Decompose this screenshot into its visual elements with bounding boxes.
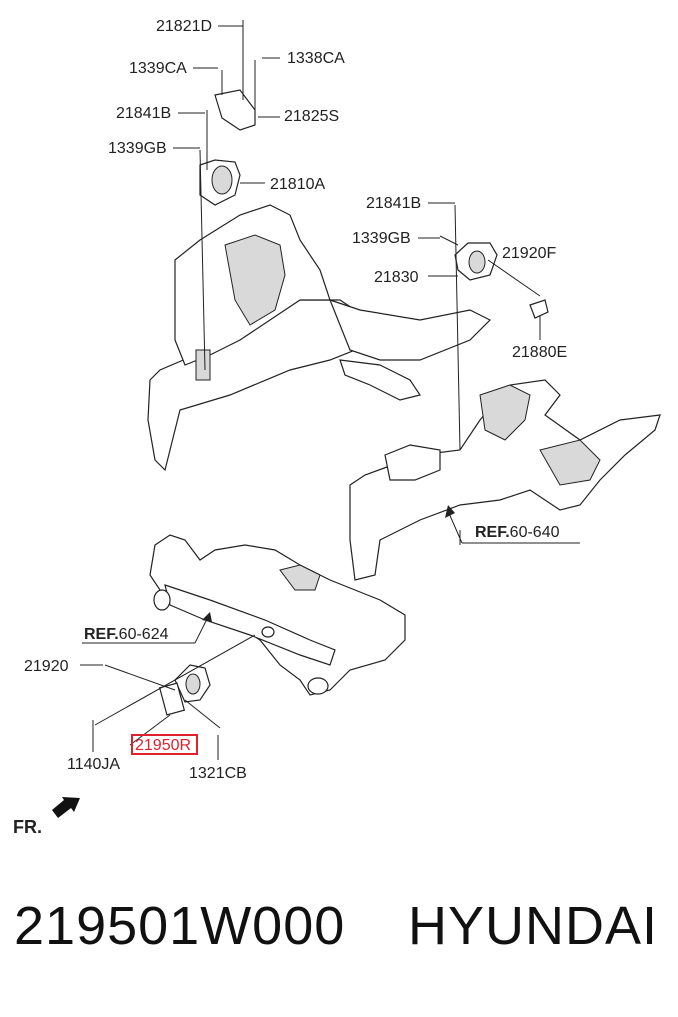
front-subframe [149,534,406,696]
ref-60-624-prefix: REF. [84,626,119,643]
ref-60-640-number: 60-640 [510,524,560,541]
label-21825S: 21825S [284,108,339,125]
label-1339GB-top: 1339GB [108,140,167,157]
front-direction-indicator: FR. [13,797,80,837]
label-21810A: 21810A [270,176,325,193]
label-1339GB-right: 1339GB [352,230,411,247]
label-21950R: 21950R [135,737,191,754]
leader-lines [80,25,461,760]
label-1321CB: 1321CB [189,765,247,782]
label-21830: 21830 [374,269,419,286]
right-side-member [349,379,661,581]
highlight-box-21950R [131,734,198,755]
label-1338CA: 1338CA [287,50,345,67]
ref-60-640: REF.60-640 [475,524,560,541]
ref-pointers [82,505,580,644]
engine-mount-top [199,20,256,371]
front-arrow-icon [52,797,80,818]
label-21920: 21920 [24,658,69,675]
label-21841B-right: 21841B [366,195,421,212]
engine-mount-right [439,204,549,451]
ref-60-624-number: 60-624 [119,626,169,643]
front-label: FR. [13,817,42,837]
ref-60-624: REF.60-624 [84,626,169,643]
parts-diagram: 21821D 1338CA 1339CA 21841B 21825S 1339G… [13,18,661,837]
label-21841B-top: 21841B [116,105,171,122]
part-number: 219501W000 [14,896,346,956]
lower-mount-21950R [94,634,256,746]
label-21880E: 21880E [512,344,567,361]
label-1140JA: 1140JA [67,756,120,773]
label-1339CA: 1339CA [129,60,187,77]
ref-60-640-prefix: REF. [475,524,510,541]
label-21920F: 21920F [502,245,556,262]
brand-name: HYUNDAI [408,896,659,956]
left-side-member [147,204,492,472]
label-21821D: 21821D [156,18,212,35]
footer: 219501W000 HYUNDAI [0,895,678,985]
